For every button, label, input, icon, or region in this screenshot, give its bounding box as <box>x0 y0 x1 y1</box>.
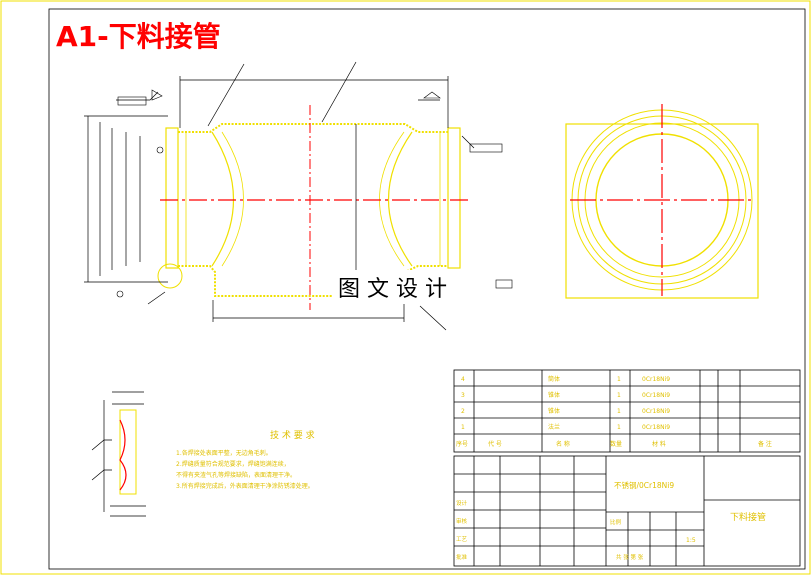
svg-text:批准: 批准 <box>456 553 468 561</box>
part-name-label: 下料接管 <box>730 511 766 523</box>
weld-detail-circle <box>157 263 183 289</box>
right-cone <box>388 131 413 267</box>
svg-text:1: 1 <box>617 376 621 383</box>
svg-text:材 料: 材 料 <box>652 440 666 448</box>
technical-requirements: 技 术 要 求 1.各焊接处表面平整，无边角毛刺。 2.焊缝质量符合规范要求，焊… <box>176 429 315 490</box>
front-view <box>157 105 470 310</box>
svg-text:名 称: 名 称 <box>556 440 570 448</box>
svg-text:法兰: 法兰 <box>548 423 560 431</box>
weld-section-detail <box>91 391 146 517</box>
inner-border <box>48 8 806 570</box>
svg-text:1: 1 <box>617 424 621 431</box>
side-view <box>565 104 759 299</box>
tech-line-3: 不得有夹渣气孔等焊接缺陷，表面清理干净。 <box>176 471 296 479</box>
tech-line-1: 1.各焊接处表面平整，无边角毛刺。 <box>176 449 272 457</box>
svg-text:备 注: 备 注 <box>758 440 772 448</box>
title-block <box>453 455 801 567</box>
svg-text:数量: 数量 <box>610 440 622 448</box>
svg-text:共 张 第 张: 共 张 第 张 <box>616 553 644 561</box>
svg-text:0Cr18Ni9: 0Cr18Ni9 <box>642 392 670 399</box>
watermark-text: 图 文 设 计 <box>338 277 447 302</box>
left-cone-inner <box>221 131 244 267</box>
top-outline <box>178 123 448 133</box>
watermark-bg <box>332 270 482 304</box>
dimension-labels <box>116 89 513 298</box>
svg-text:1: 1 <box>461 424 465 431</box>
svg-text:0Cr18Ni9: 0Cr18Ni9 <box>642 424 670 431</box>
svg-text:4: 4 <box>461 376 465 383</box>
svg-text:设计: 设计 <box>456 499 468 507</box>
svg-text:0Cr18Ni9: 0Cr18Ni9 <box>642 408 670 415</box>
svg-text:工艺: 工艺 <box>456 536 468 543</box>
svg-text:筒体: 筒体 <box>548 375 560 383</box>
svg-text:1: 1 <box>617 408 621 415</box>
bom-text: 4 筒体 1 0Cr18Ni9 3 锥体 1 0Cr18Ni9 2 锥体 1 0… <box>456 375 772 448</box>
tech-line-2: 2.焊缝质量符合规范要求，焊缝饱满连续， <box>176 460 290 468</box>
left-cone <box>211 131 234 267</box>
tech-line-4: 3.所有焊接完成后，外表面清理干净涂防锈漆处理。 <box>176 482 314 490</box>
svg-text:1:5: 1:5 <box>686 537 696 544</box>
right-flange <box>447 127 461 269</box>
svg-text:锥体: 锥体 <box>548 407 560 415</box>
svg-text:代 号: 代 号 <box>488 440 502 448</box>
svg-text:0Cr18Ni9: 0Cr18Ni9 <box>642 376 670 383</box>
svg-text:锥体: 锥体 <box>548 391 560 399</box>
left-flange <box>165 127 179 269</box>
svg-text:1: 1 <box>617 392 621 399</box>
title-block-text: 不锈钢/0Cr18Ni9 下料接管 比例 1:5 设计 审核 工艺 批准 共 张… <box>456 480 766 561</box>
tech-title: 技 术 要 求 <box>270 429 315 441</box>
bottom-outline <box>178 265 448 297</box>
front-dimensions <box>84 61 475 331</box>
drawing-title: A1-下料接管 <box>56 20 221 53</box>
bom-table <box>453 369 801 453</box>
material-label: 不锈钢/0Cr18Ni9 <box>614 480 674 490</box>
svg-text:比例: 比例 <box>610 518 622 526</box>
svg-text:审核: 审核 <box>456 517 468 525</box>
svg-text:3: 3 <box>461 392 465 399</box>
svg-text:序号: 序号 <box>456 440 468 448</box>
svg-text:2: 2 <box>461 408 465 415</box>
